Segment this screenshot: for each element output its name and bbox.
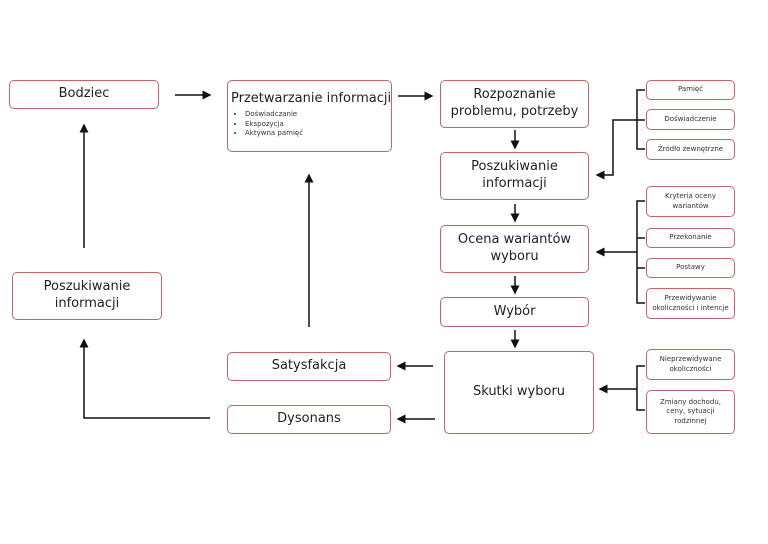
source-label: Pamięć — [677, 85, 704, 94]
node-label: Dysonans — [277, 411, 341, 427]
node-label: Przetwarzanie informacji — [231, 91, 392, 106]
factor-box: Postawy — [646, 258, 735, 278]
node-ocena: Ocena wariantów wyboru — [440, 225, 589, 273]
bracket-outcome — [636, 365, 645, 411]
factor-box: Przekonanie — [646, 228, 735, 248]
bracket-evaluation — [636, 200, 645, 304]
node-label: Poszukiwanie informacji — [471, 159, 558, 191]
factor-label: Przewidywanie okoliczności i intencje — [652, 294, 729, 312]
node-poszukiwanie-center: Poszukiwanie informacji — [440, 152, 589, 200]
arrow-sources-poszukiwanie — [595, 119, 637, 180]
node-label: Poszukiwanie informacji — [43, 279, 131, 311]
node-bodziec: Bodziec — [9, 80, 159, 109]
bullet-item: Doświadczanie — [245, 110, 303, 120]
factor-box: Przewidywanie okoliczności i intencje — [646, 288, 735, 319]
outcome-label: Nieprzewidywane okoliczności — [659, 355, 722, 373]
factor-label: Kryteria oceny wariantów — [664, 192, 717, 210]
node-label: Wybór — [493, 303, 536, 319]
bullet-item: Ekspozycja — [245, 120, 303, 130]
source-box: Pamięć — [646, 80, 735, 100]
factor-box: Kryteria oceny wariantów — [646, 186, 735, 217]
node-poszukiwanie-left: Poszukiwanie informacji — [12, 272, 162, 320]
node-label: Skutki wyboru — [472, 384, 566, 400]
node-label: Ocena wariantów wyboru — [457, 232, 572, 264]
outcome-box: Zmiany dochodu, ceny, sytuacji rodzinnej — [646, 390, 735, 434]
outcome-label: Zmiany dochodu, ceny, sytuacji rodzinnej — [659, 397, 722, 425]
bullet-list: Doświadczanie Ekspozycja Aktywna pamięć — [231, 110, 303, 139]
node-przetwarzanie: Przetwarzanie informacji Doświadczanie E… — [227, 80, 392, 152]
factor-label: Przekonanie — [669, 233, 712, 242]
node-skutki: Skutki wyboru — [444, 351, 594, 434]
bullet-item: Aktywna pamięć — [245, 129, 303, 139]
factor-label: Postawy — [676, 263, 705, 272]
source-box: Doświadczenie — [646, 109, 735, 130]
node-wybor: Wybór — [440, 297, 589, 327]
node-rozpoznanie: Rozpoznanie problemu, potrzeby — [440, 80, 589, 128]
arrow-dysonans-poszukiwanie — [79, 338, 210, 419]
source-label: Źródło zewnętrzne — [657, 144, 724, 153]
bracket-sources — [636, 89, 645, 150]
node-dysonans: Dysonans — [227, 405, 391, 434]
node-satysfakcja: Satysfakcja — [227, 352, 391, 381]
node-label: Satysfakcja — [271, 358, 347, 374]
node-label: Rozpoznanie problemu, potrzeby — [450, 87, 579, 119]
source-label: Doświadczenie — [664, 114, 717, 123]
outcome-box: Nieprzewidywane okoliczności — [646, 349, 735, 380]
node-label: Bodziec — [58, 86, 110, 102]
source-box: Źródło zewnętrzne — [646, 139, 735, 160]
